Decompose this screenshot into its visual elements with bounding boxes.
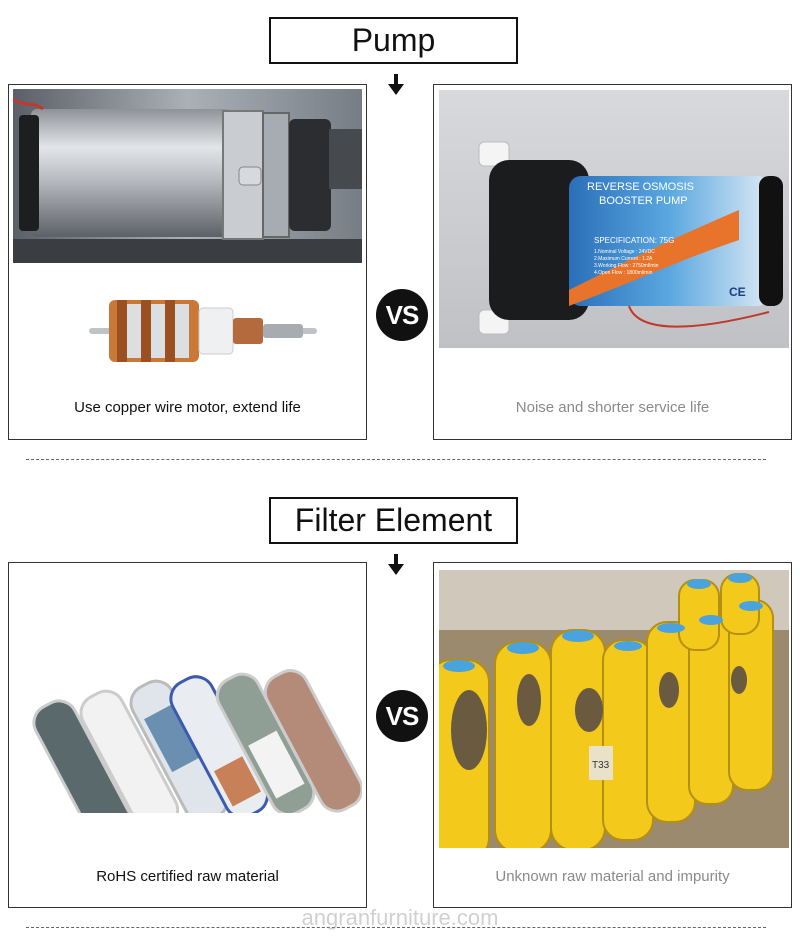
vs-label: VS <box>385 700 420 731</box>
booster-pump-caption: Noise and shorter service life <box>515 399 710 416</box>
copper-motor-pump-photo <box>13 89 362 263</box>
pump-label-line2: BOOSTER PUMP <box>599 195 688 207</box>
pump-title-text: Pump <box>351 22 436 58</box>
cheap-filter-cartridges-photo: T33 <box>439 570 789 848</box>
pump-label-line1: REVERSE OSMOSIS <box>587 181 694 193</box>
watermark-text: angranfurniture.com <box>301 905 499 930</box>
down-arrow-icon <box>388 554 404 575</box>
unknown-material-caption: Unknown raw material and impurity <box>495 868 730 885</box>
clear-cartridges-panel: RoHS certified raw material <box>8 562 367 908</box>
filter-vs-badge: VS <box>376 690 428 742</box>
copper-armature-photo <box>89 300 317 362</box>
filter-title-text: Filter Element <box>294 502 493 538</box>
pump-label-spec: SPECIFICATION: 75G <box>594 236 674 245</box>
section-divider-2 <box>26 927 766 928</box>
vs-label: VS <box>385 299 420 330</box>
mineral-filter-cartridges-photo <box>32 669 362 813</box>
yellow-cartridges-panel: T33 Unknown raw material and impurity <box>433 562 792 908</box>
rohs-caption: RoHS certified raw material <box>96 868 279 885</box>
copper-motor-caption: Use copper wire motor, extend life <box>74 399 301 416</box>
pump-spec-line-4: 4.Open Flow : 1800ml/min <box>594 270 653 276</box>
cartridge-label-text: T33 <box>592 760 610 771</box>
section-divider-1 <box>26 459 766 460</box>
filter-section-title: Filter Element <box>269 497 518 544</box>
pump-spec-line-3: 3.Working Flow : 2750ml/min <box>594 263 659 269</box>
ce-mark: CE <box>729 285 746 299</box>
copper-motor-panel: Use copper wire motor, extend life <box>8 84 367 440</box>
booster-pump-photo: REVERSE OSMOSIS BOOSTER PUMP SPECIFICATI… <box>439 90 789 348</box>
pump-section-title: Pump <box>269 17 518 64</box>
down-arrow-icon <box>388 74 404 95</box>
pump-spec-line-1: 1.Nominal Voltage : 24VDC <box>594 249 655 255</box>
pump-spec-line-2: 2.Maximum Current : 1.2A <box>594 256 653 262</box>
booster-pump-panel: REVERSE OSMOSIS BOOSTER PUMP SPECIFICATI… <box>433 84 792 440</box>
pump-vs-badge: VS <box>376 289 428 341</box>
